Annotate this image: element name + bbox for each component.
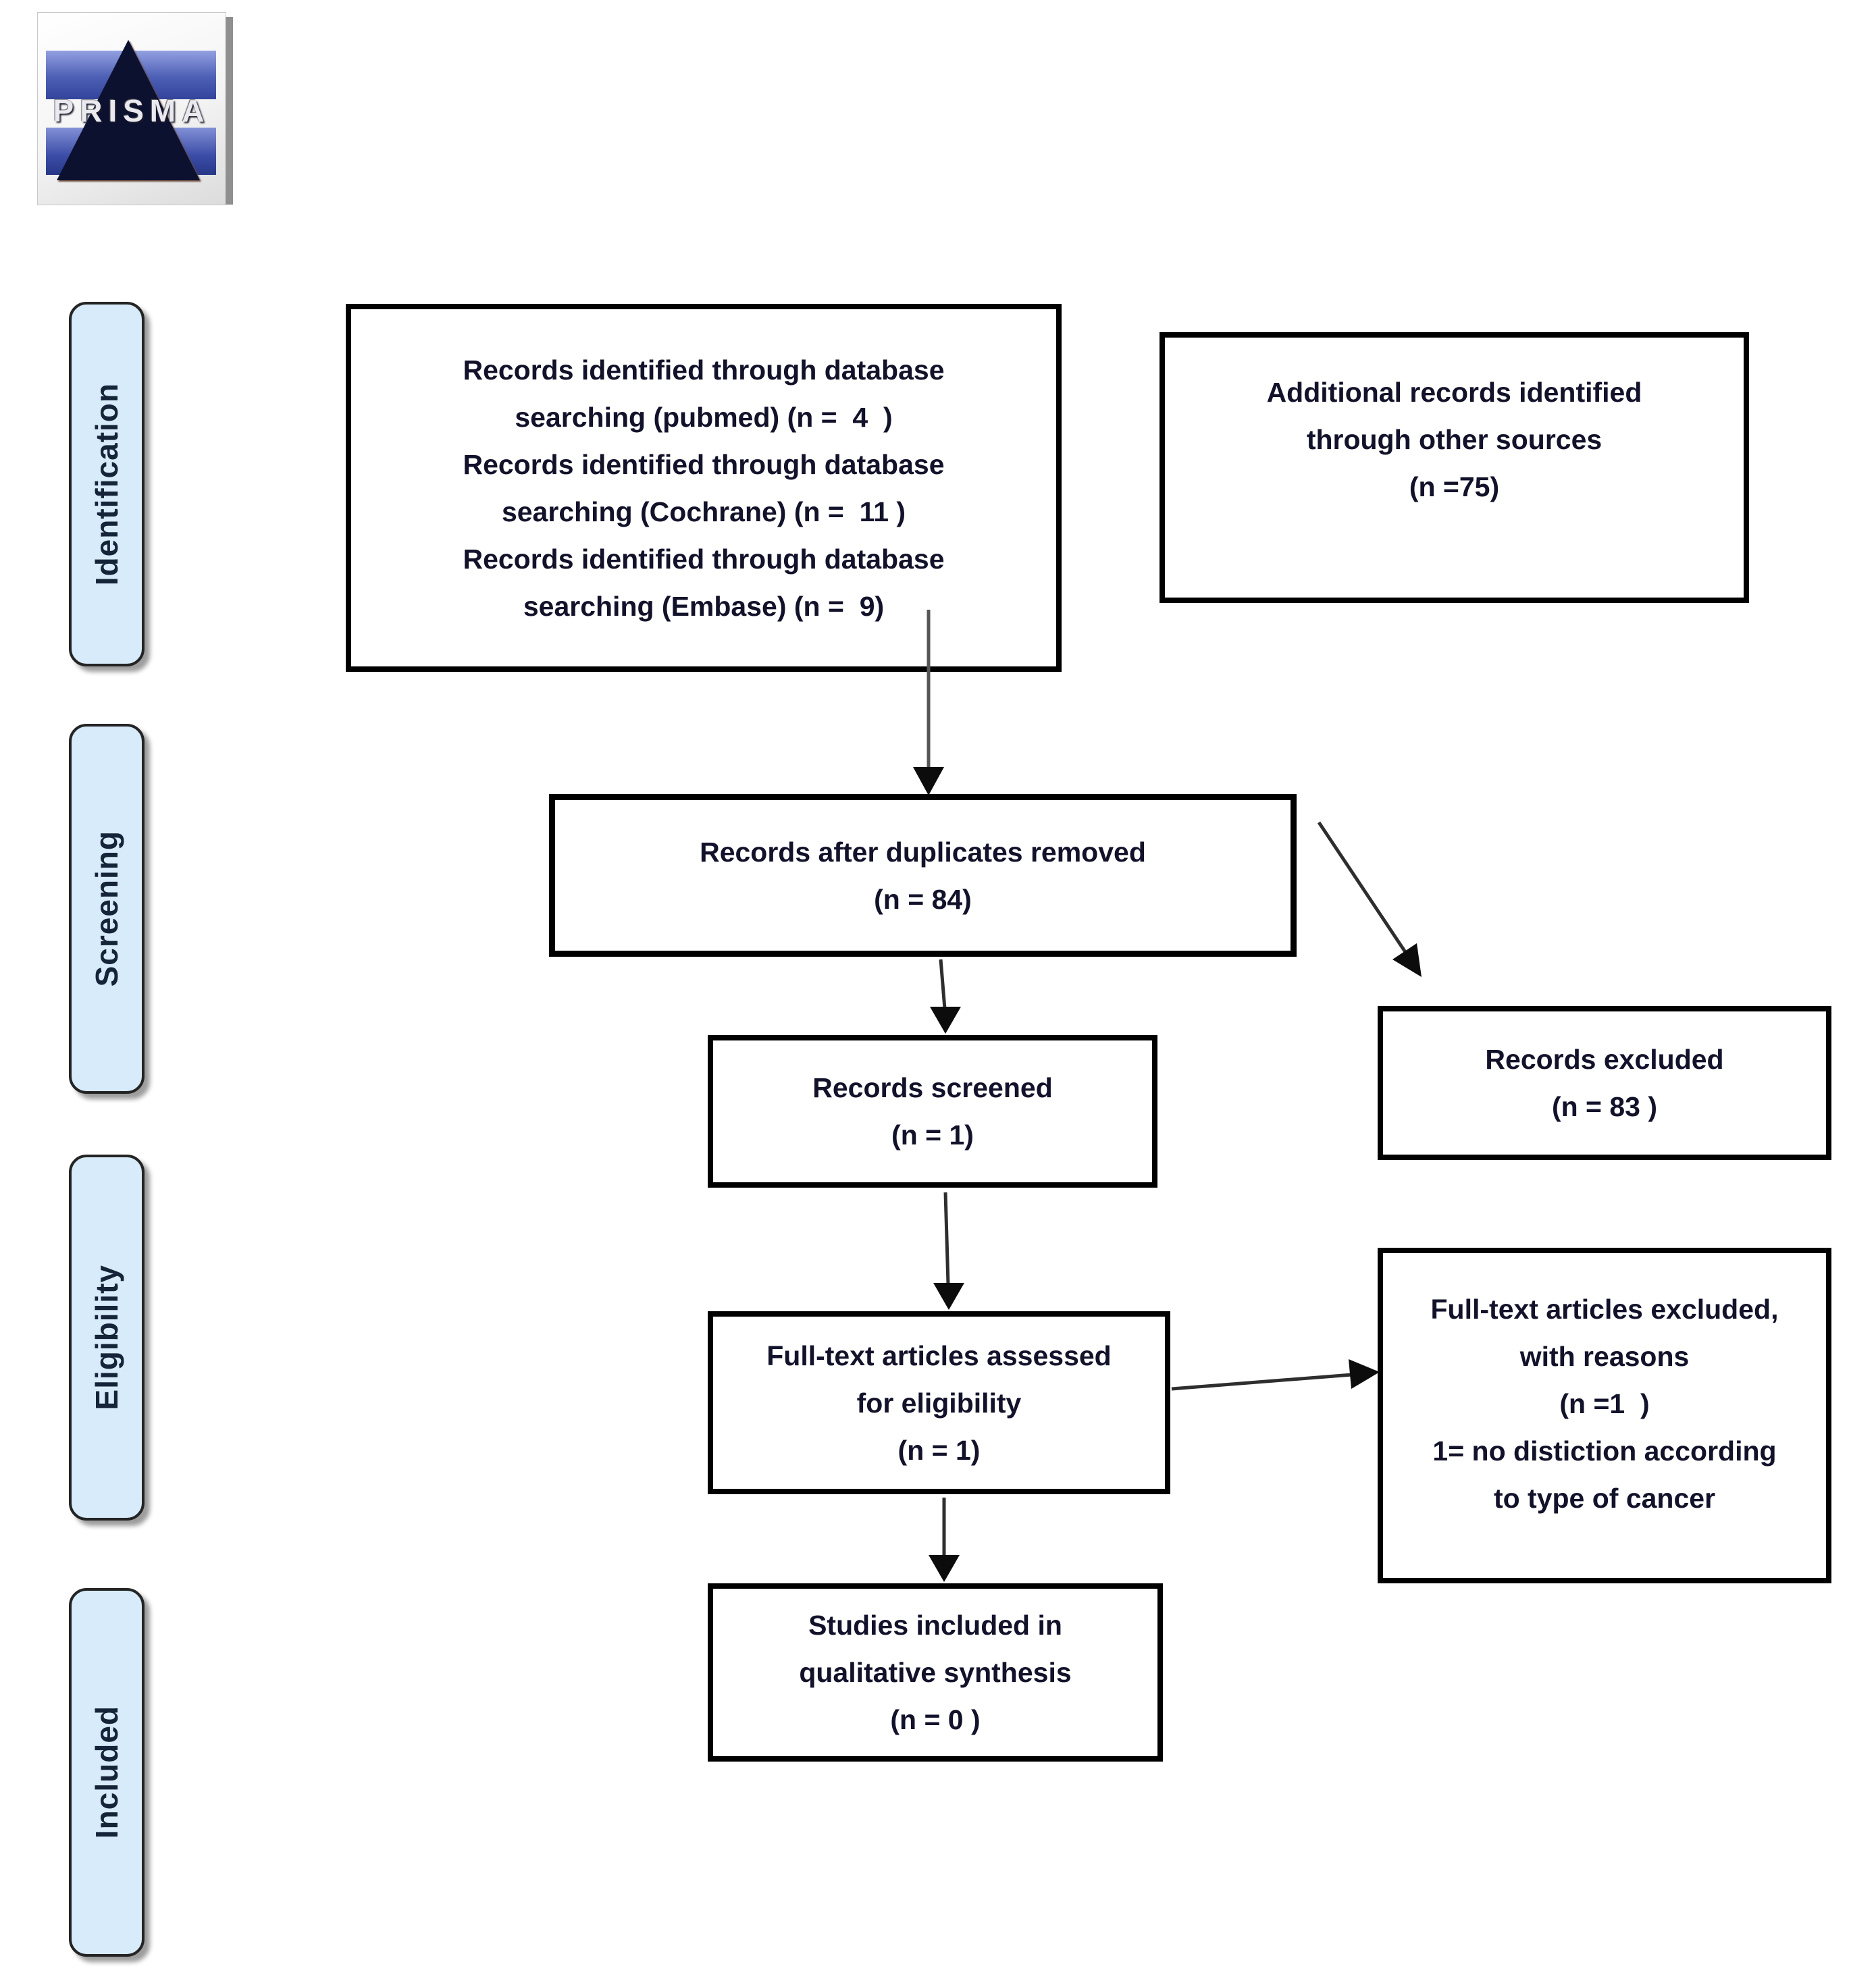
box-fulltext-excluded-line: with reasons: [1519, 1341, 1690, 1372]
box-records-identified-line: searching (pubmed) (n = 4 ): [515, 401, 893, 433]
arrow-down-fulltext-to-included-icon: [929, 1498, 960, 1582]
box-records-identified-line: Records identified through database: [463, 354, 945, 386]
box-duplicates-removed-line: (n = 84): [874, 883, 972, 915]
box-records-screened-line: Records screened: [812, 1072, 1053, 1103]
box-fulltext-assessed-line: for eligibility: [856, 1387, 1022, 1419]
box-records-identified-line: Records identified through database: [463, 448, 945, 480]
stage-screening: Screening: [69, 724, 145, 1094]
box-additional-records: Additional records identified through ot…: [1160, 332, 1749, 603]
box-fulltext-assessed: Full-text articles assessed for eligibil…: [708, 1311, 1170, 1494]
box-additional-records-line: Additional records identified: [1266, 377, 1642, 408]
box-records-identified: Records identified through database sear…: [346, 304, 1062, 672]
box-records-screened: Records screened (n = 1): [708, 1035, 1157, 1188]
box-fulltext-assessed-line: (n = 1): [897, 1434, 981, 1466]
stage-screening-label: Screening: [89, 830, 124, 987]
box-fulltext-excluded-line: 1= no distiction according: [1432, 1435, 1777, 1467]
box-studies-included-line: Studies included in: [808, 1610, 1062, 1641]
stage-included-label: Included: [89, 1706, 124, 1839]
stage-included: Included: [69, 1588, 145, 1957]
box-fulltext-excluded-line: (n =1 ): [1559, 1388, 1650, 1419]
arrow-right-fulltext-to-excluded-icon: [1171, 1359, 1380, 1391]
box-duplicates-removed: Records after duplicates removed (n = 84…: [549, 794, 1297, 957]
box-fulltext-assessed-line: Full-text articles assessed: [766, 1340, 1112, 1371]
box-studies-included-line: qualitative synthesis: [799, 1657, 1072, 1688]
stage-identification-label: Identification: [89, 382, 124, 586]
stage-eligibility: Eligibility: [69, 1155, 145, 1521]
box-studies-included-line: (n = 0 ): [890, 1704, 981, 1735]
box-fulltext-excluded-line: Full-text articles excluded,: [1430, 1294, 1779, 1325]
box-studies-included: Studies included in qualitative synthesi…: [708, 1583, 1163, 1762]
box-fulltext-excluded: Full-text articles excluded, with reason…: [1378, 1248, 1831, 1583]
logo-edge-strip: [226, 17, 233, 205]
box-records-identified-line: searching (Embase) (n = 9): [523, 590, 885, 622]
prisma-triangle-icon: [57, 40, 200, 180]
stage-eligibility-label: Eligibility: [89, 1265, 124, 1410]
box-records-identified-line: Records identified through database: [463, 543, 945, 575]
arrow-down-screened-to-fulltext-icon: [933, 1192, 964, 1310]
arrow-diagonal-duplicates-to-excluded-icon: [1317, 821, 1422, 977]
box-records-identified-line: searching (Cochrane) (n = 11 ): [501, 496, 906, 527]
arrow-down-duplicates-to-screened-icon: [930, 959, 961, 1034]
box-records-excluded-line: (n = 83 ): [1551, 1091, 1658, 1122]
box-records-excluded-line: Records excluded: [1485, 1044, 1724, 1075]
prisma-logo: PRISMA: [37, 12, 233, 205]
box-fulltext-excluded-line: to type of cancer: [1493, 1483, 1716, 1514]
stage-identification: Identification: [69, 302, 145, 666]
box-records-screened-line: (n = 1): [891, 1119, 974, 1151]
box-additional-records-line: (n =75): [1409, 471, 1500, 502]
box-records-excluded: Records excluded (n = 83 ): [1378, 1006, 1831, 1160]
box-duplicates-removed-line: Records after duplicates removed: [700, 836, 1146, 868]
prisma-logo-text: PRISMA: [53, 93, 211, 128]
box-additional-records-line: through other sources: [1306, 424, 1603, 455]
